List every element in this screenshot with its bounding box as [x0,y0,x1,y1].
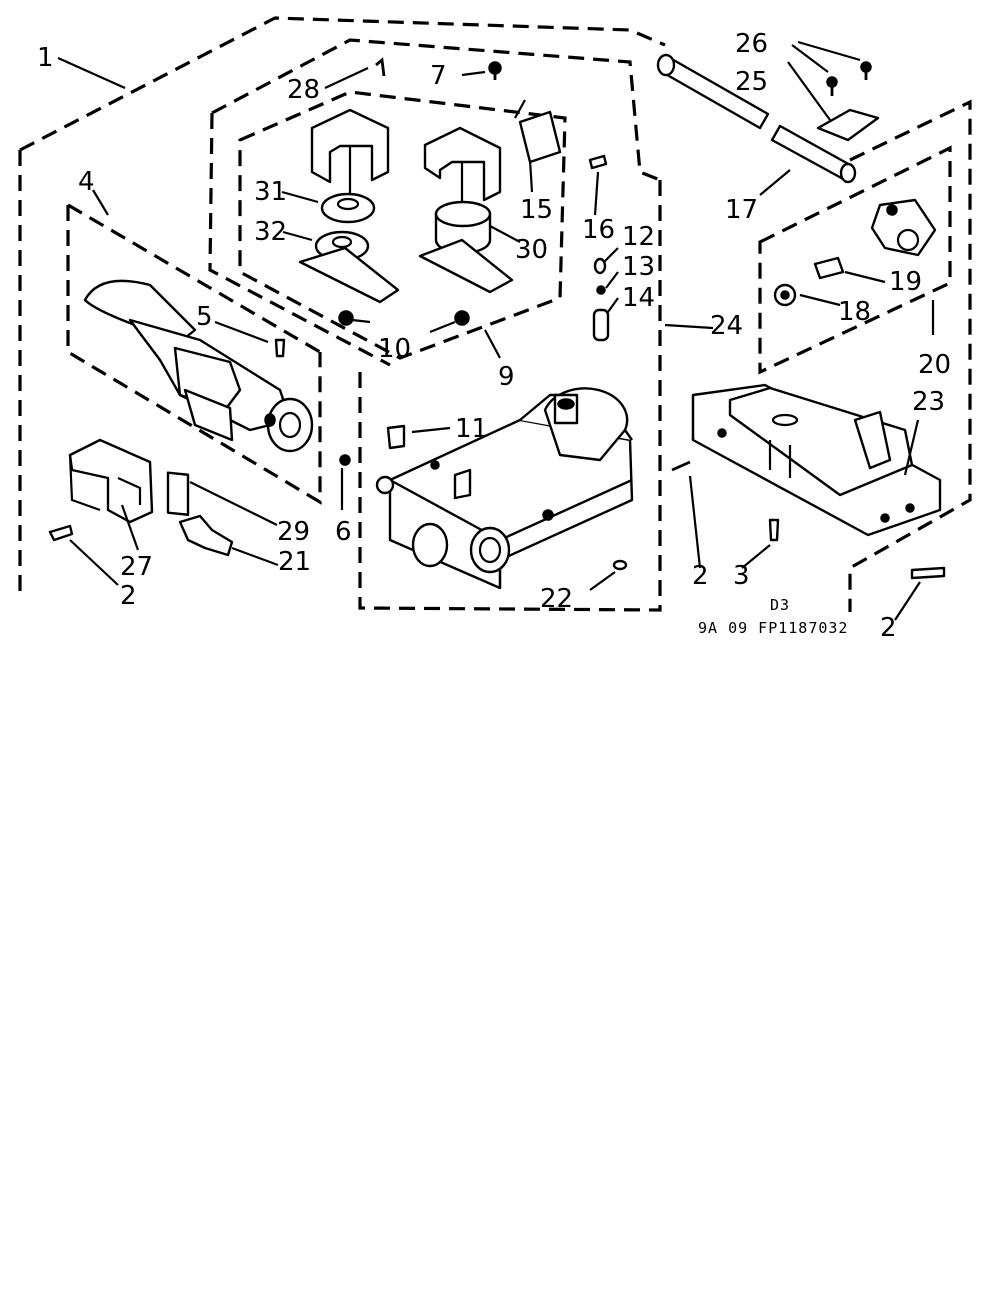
callout-26: 26 [735,29,768,59]
screws-26 [826,61,872,96]
callout-22: 22 [540,584,573,614]
solenoid-coil-30 [418,200,514,294]
callout-18: 18 [838,297,871,327]
code-reference: 9A 09 FP1187032 [698,619,848,637]
bracket-25 [816,108,880,142]
leader-lines [57,40,935,621]
reference-codes: D3 9A 09 FP1187032 [698,596,848,637]
callout-23: 23 [912,387,945,417]
filter-11 [386,424,406,450]
assembly-outline-20 [758,99,972,612]
callout-20: 20 [918,350,951,380]
callout-2-left: 2 [120,581,137,611]
grommet-10 [338,310,470,326]
solenoid-coil-31 [320,192,376,224]
callout-13: 13 [622,252,655,282]
solenoid-coil-32 [298,230,400,304]
screw-2-mid [671,460,691,472]
bracket-27 [68,438,154,524]
callout-labels: 1 4 5 6 7 28 10 9 11 12 13 14 15 16 17 1… [37,29,951,643]
callout-10: 10 [378,334,411,364]
screw-3 [768,518,780,542]
assembly-outline-24 [358,180,662,612]
mounting-bracket-23 [691,383,942,537]
orifice-18-19 [773,256,845,307]
callout-24: 24 [710,311,743,341]
callout-28: 28 [287,75,320,105]
callout-11: 11 [455,414,488,444]
callout-9: 9 [498,362,515,392]
callout-17: 17 [725,195,758,225]
assembly-outline-4 [66,203,322,505]
screw-7 [488,61,502,80]
callout-31: 31 [254,177,287,207]
screw-2-right [910,566,946,580]
solenoid-bracket-30 [423,126,502,210]
assembly-outline-top-upper [208,38,661,367]
plug-22 [612,559,628,571]
burner-4 [83,279,314,453]
nut-6 [339,454,351,466]
callout-32: 32 [254,217,287,247]
screw-2-left [48,524,74,542]
callout-2-mid: 2 [692,561,709,591]
spacer-29 [166,471,190,516]
assembly-outline-valve-box [238,90,567,360]
igniter-21 [178,514,234,557]
gas-valve-body [375,387,634,590]
callout-3: 3 [733,561,750,591]
screw-28 [375,57,386,77]
terminal-block-15 [514,99,562,164]
code-d3: D3 [770,596,790,614]
callout-16: 16 [582,215,615,245]
callout-12: 12 [622,222,655,252]
callout-14: 14 [622,283,655,313]
callout-27: 27 [120,552,153,582]
solenoid-bracket-31 [310,108,390,195]
callout-6: 6 [335,517,352,547]
callout-19: 19 [889,267,922,297]
callout-21: 21 [278,547,311,577]
callout-5: 5 [196,302,213,332]
screw-5 [274,338,286,358]
callout-4: 4 [78,167,95,197]
screw-16 [588,154,608,170]
callout-25: 25 [735,67,768,97]
callout-29: 29 [277,517,310,547]
callout-15: 15 [520,195,553,225]
callout-30: 30 [515,235,548,265]
callout-2-right: 2 [880,613,897,643]
callout-7: 7 [430,61,447,91]
pilot-tube-17 [770,124,857,184]
orifice-12-13-14 [592,257,610,342]
callout-1: 1 [37,43,54,73]
pilot-tube-upper [656,53,770,130]
assembly-outline-1 [18,16,666,600]
pilot-burner-assembly [870,198,937,257]
